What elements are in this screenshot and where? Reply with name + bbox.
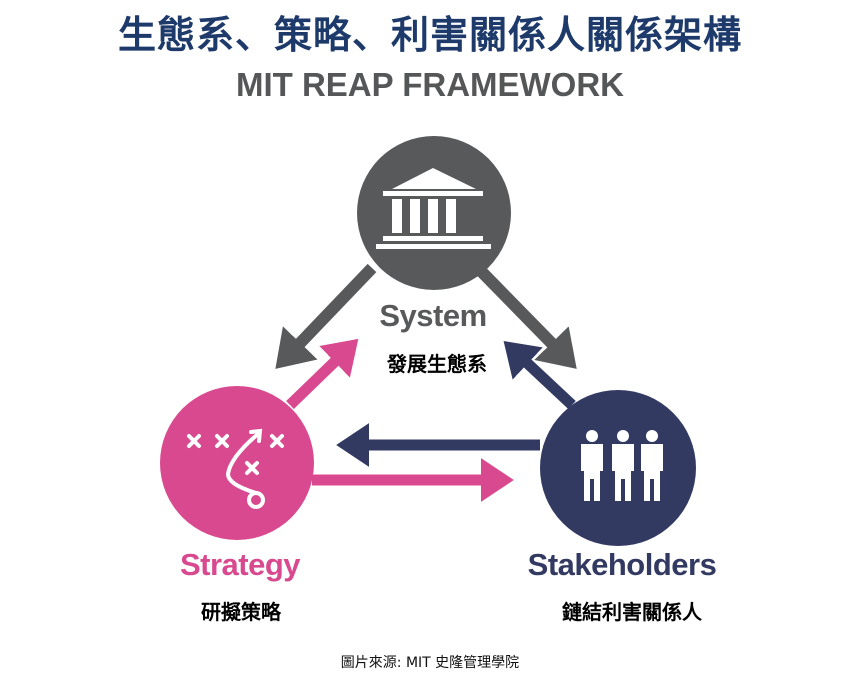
image-source-caption: 圖片來源: MIT 史隆管理學院 xyxy=(340,655,520,671)
people-icon xyxy=(581,430,663,501)
strategy-sublabel: 研擬策略 xyxy=(201,600,281,624)
arrow-system-to-strategy xyxy=(275,263,377,369)
strategy-node xyxy=(160,386,314,540)
stakeholders-label: Stakeholders xyxy=(527,547,717,582)
arrow-stakeholders-to-system xyxy=(503,340,576,410)
page-title: 生態系、策略、利害關係人關係架構 xyxy=(117,13,742,57)
page-subtitle: MIT REAP FRAMEWORK xyxy=(235,66,625,103)
system-node xyxy=(357,136,511,290)
system-label: System xyxy=(379,298,487,333)
arrow-strategy-to-system xyxy=(286,338,359,409)
institution-icon xyxy=(376,168,491,249)
stakeholders-sublabel: 鏈結利害關係人 xyxy=(562,600,702,624)
playbook-icon xyxy=(187,428,284,509)
arrow-system-to-stakeholders xyxy=(473,263,577,369)
system-sublabel: 發展生態系 xyxy=(387,352,487,376)
stakeholders-node xyxy=(540,390,696,546)
strategy-label: Strategy xyxy=(179,547,301,582)
